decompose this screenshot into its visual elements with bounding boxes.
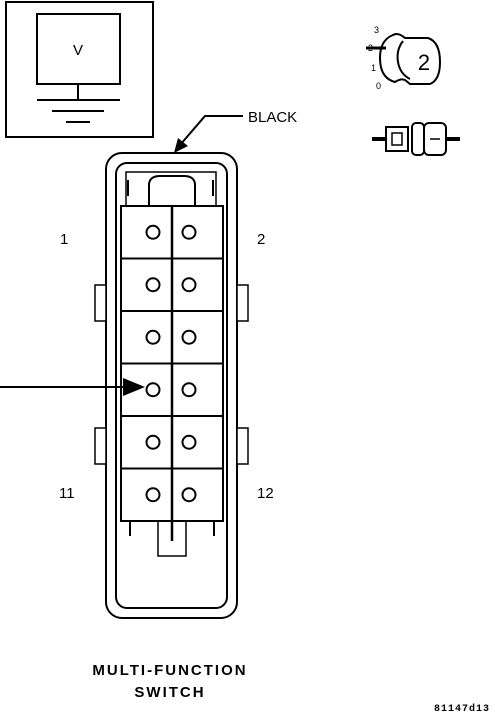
diagram-title-line1: MULTI-FUNCTION [92, 662, 247, 679]
pin-cavity [120, 415, 173, 470]
meter-label: V [73, 42, 83, 59]
pin-terminal [145, 487, 161, 503]
diagram-title-line2: SWITCH [134, 684, 205, 701]
pin-cavity [171, 310, 224, 365]
pin-terminal [181, 382, 197, 398]
meter-frame [5, 1, 154, 138]
pin-cavity [171, 415, 224, 470]
key-selected-position: 2 [418, 50, 430, 75]
pin-terminal [181, 224, 197, 240]
disconnected-connector-icon [372, 122, 460, 156]
connector-color-label: BLACK [248, 109, 297, 126]
pin-cavity [171, 205, 224, 260]
pin-label-top-left: 1 [60, 231, 68, 248]
pin-grid [120, 205, 224, 541]
color-leader-line [179, 115, 243, 146]
pin-label-bottom-left: 11 [59, 485, 75, 502]
key-position-3: 3 [374, 25, 379, 35]
pin-cavity [171, 362, 224, 417]
figure-code: 81147d13 [434, 703, 490, 715]
probe-arrow [0, 378, 145, 396]
pin-terminal [181, 329, 197, 345]
pin-terminal [145, 329, 161, 345]
pin-cavity [171, 467, 224, 522]
ignition-key-icon: 3 2 1 0 2 [366, 25, 442, 91]
voltmeter-symbol: V [5, 1, 154, 138]
ground-icon [37, 99, 120, 123]
key-position-0: 0 [376, 81, 381, 91]
pin-label-top-right: 2 [257, 231, 265, 248]
pin-terminal [181, 434, 197, 450]
pin-terminal [181, 487, 197, 503]
pin-terminal [145, 277, 161, 293]
pin-terminal [145, 224, 161, 240]
color-arrowhead [174, 138, 188, 153]
pin-cavity [171, 257, 224, 312]
probed-pin-terminal [145, 382, 161, 398]
key-position-1: 1 [371, 63, 376, 73]
pin-label-bottom-right: 12 [257, 485, 274, 502]
pin-terminal [181, 277, 197, 293]
pin-terminal [145, 434, 161, 450]
